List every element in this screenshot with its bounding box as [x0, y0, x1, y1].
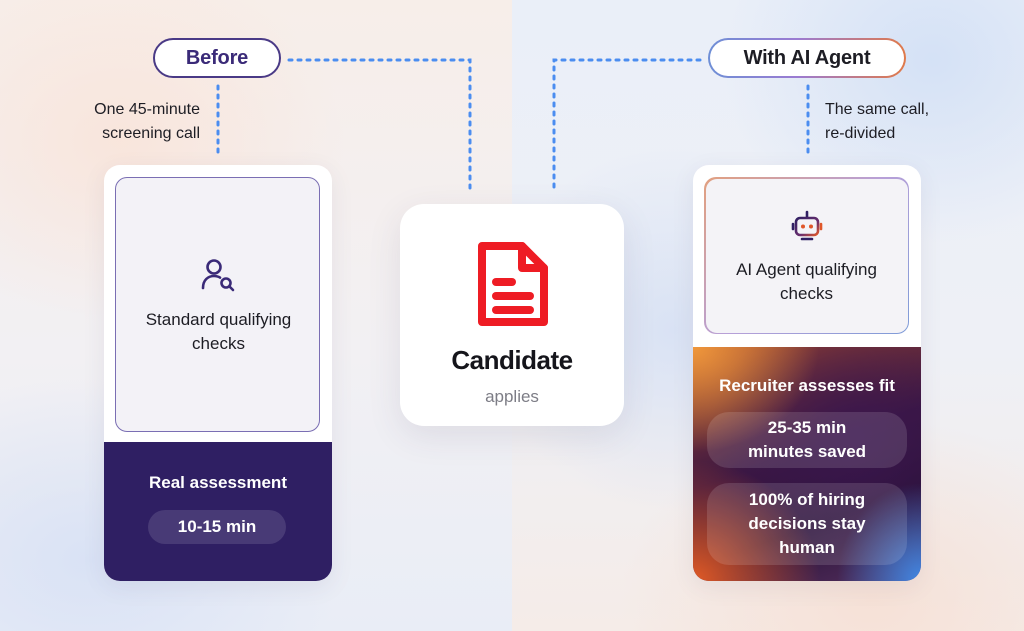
user-search-icon: [201, 259, 235, 292]
recruiter-section: Recruiter assesses fit 25-35 min minutes…: [693, 347, 921, 581]
recruiter-title: Recruiter assesses fit: [719, 376, 895, 395]
before-pill: Before: [153, 38, 281, 78]
minutes-saved-chip: 25-35 min minutes saved: [707, 412, 907, 468]
robot-icon: [791, 210, 822, 240]
ai-checks-box-inner: AI Agent qualifying checks: [705, 178, 908, 333]
ai-checks-box: AI Agent qualifying checks: [704, 177, 909, 334]
real-assessment-title: Real assessment: [149, 473, 287, 492]
ai-checks-label: AI Agent qualifying checks: [706, 258, 908, 306]
ai-agent-card: AI Agent qualifying checks Recruiter ass…: [693, 165, 921, 581]
real-assessment-duration: 10-15 min: [148, 510, 286, 544]
ai-agent-pill-label: With AI Agent: [710, 40, 904, 76]
candidate-card: Candidate applies: [400, 204, 624, 426]
ai-checks-line2: checks: [780, 283, 833, 303]
human-decisions-line3: human: [779, 538, 835, 557]
human-decisions-chip: 100% of hiring decisions stay human: [707, 483, 907, 565]
minutes-saved-line1: 25-35 min: [767, 418, 847, 437]
ai-note-line2: re-divided: [825, 125, 896, 142]
real-assessment-section: Real assessment 10-15 min: [104, 442, 332, 581]
human-decisions-line1: 100% of hiring: [748, 490, 866, 509]
before-note-line1: One 45-minute: [94, 101, 200, 118]
connector-ai-to-candidate: [552, 58, 702, 192]
candidate-title: Candidate: [451, 345, 573, 375]
human-decisions-line2: decisions stay: [748, 514, 866, 533]
before-note: One 45-minute screening call: [60, 98, 200, 146]
standard-checks-box: Standard qualifying checks: [115, 177, 320, 432]
ai-note: The same call, re-divided: [825, 98, 985, 146]
document-icon: [478, 242, 548, 326]
standard-checks-line1: Standard qualifying: [145, 310, 292, 329]
connector-before-to-candidate: [287, 58, 472, 192]
standard-checks-line2: checks: [192, 334, 245, 353]
ai-agent-pill: With AI Agent: [708, 38, 906, 78]
candidate-subtitle: applies: [485, 387, 539, 406]
before-note-line2: screening call: [102, 125, 200, 142]
standard-checks-label: Standard qualifying checks: [116, 308, 321, 356]
minutes-saved-line2: minutes saved: [747, 442, 867, 461]
ai-note-line1: The same call,: [825, 101, 930, 118]
ai-checks-line1: AI Agent qualifying: [736, 259, 877, 279]
before-card: Standard qualifying checks Real assessme…: [104, 165, 332, 581]
